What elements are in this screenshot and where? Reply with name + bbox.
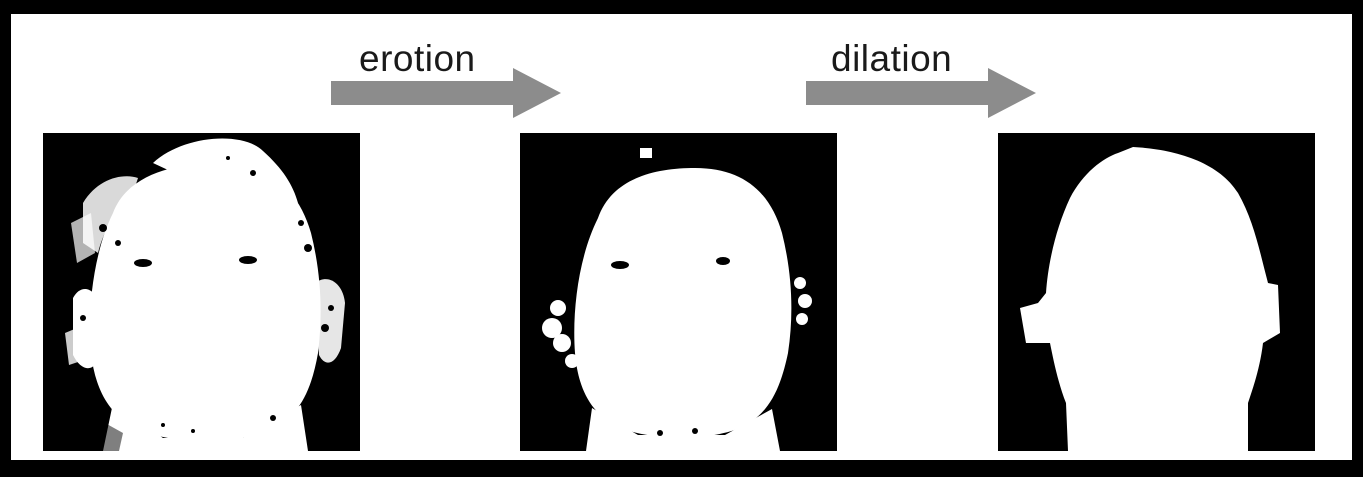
eroded-mask-image (520, 133, 837, 451)
original-mask-image (43, 133, 360, 451)
figure-panel: erotion dilation (11, 14, 1352, 460)
dilation-label: dilation (831, 38, 953, 79)
dilation-arrow (806, 68, 1036, 118)
dilated-mask-image (998, 133, 1315, 451)
erosion-label: erotion (359, 38, 476, 79)
erosion-arrow (331, 68, 561, 118)
